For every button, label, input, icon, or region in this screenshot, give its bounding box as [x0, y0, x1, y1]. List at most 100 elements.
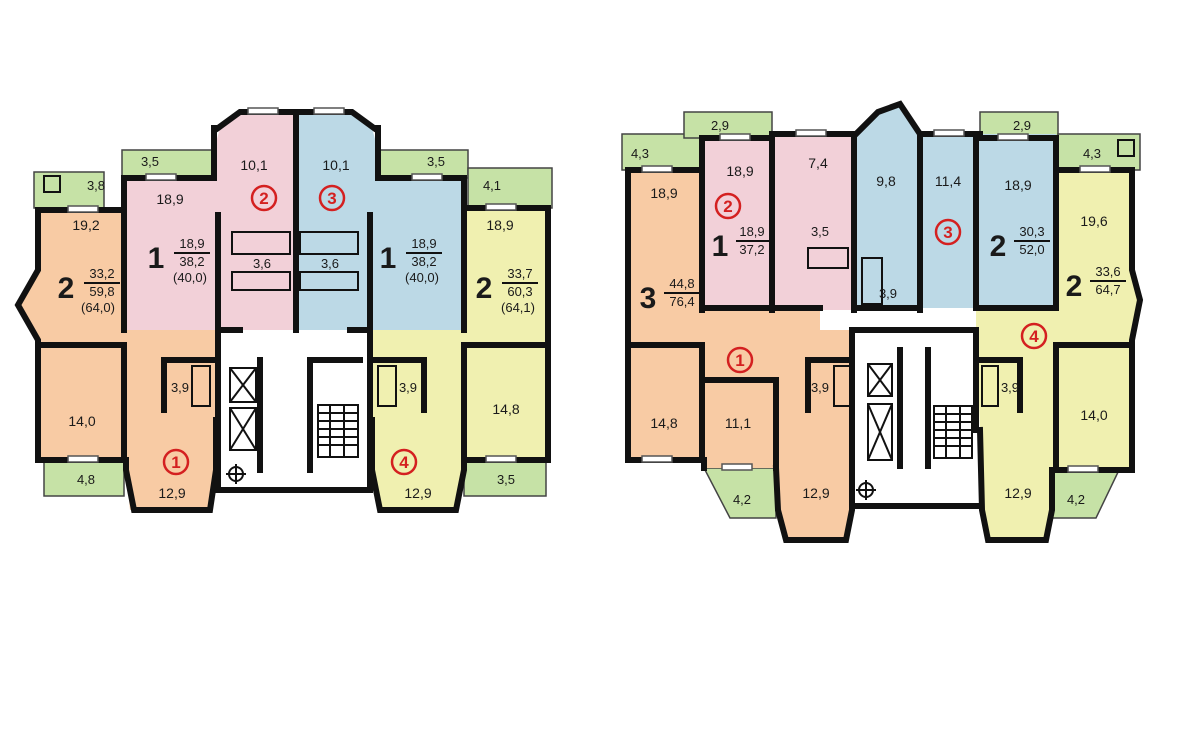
apartment-number-marker: 4 — [1020, 322, 1048, 350]
room-area-label: 9,8 — [876, 173, 896, 189]
apartment-number-marker: 2 — [250, 184, 278, 212]
svg-text:18,9: 18,9 — [411, 236, 436, 251]
svg-text:2: 2 — [58, 272, 75, 305]
apartment-summary: 1 18,9 37,2 — [712, 224, 770, 263]
room-area-label: 19,2 — [72, 217, 99, 233]
svg-text:18,9: 18,9 — [739, 224, 764, 239]
walls — [14, 109, 551, 513]
windows — [641, 129, 1111, 473]
svg-text:(64,0): (64,0) — [81, 300, 115, 315]
balcony-area-label: 2,9 — [711, 118, 729, 133]
balcony-icon — [43, 175, 61, 193]
floor-plan-right: 4,3 2,9 2,9 4,3 4,2 4,2 18,9 18,9 7,4 9,… — [621, 100, 1144, 543]
balcony-area-label: 3,5 — [141, 154, 159, 169]
bathroom-area-label: 3,9 — [1001, 380, 1019, 395]
room-area-label: 14,0 — [68, 413, 95, 429]
balcony-area-label: 4,2 — [1067, 492, 1085, 507]
stair-hall — [852, 330, 976, 506]
chute-icon — [226, 464, 246, 484]
balcony-area-label: 4,3 — [631, 146, 649, 161]
balcony-area-label: 3,5 — [427, 154, 445, 169]
svg-text:64,7: 64,7 — [1095, 282, 1120, 297]
windows — [67, 107, 517, 463]
svg-text:33,6: 33,6 — [1095, 264, 1120, 279]
svg-text:3: 3 — [943, 223, 952, 242]
svg-text:(40,0): (40,0) — [405, 270, 439, 285]
balcony-area-label: 4,1 — [483, 178, 501, 193]
apartment-2-area — [702, 138, 772, 308]
apartment-number-marker: 1 — [726, 346, 754, 374]
bathroom-area-label: 3,9 — [811, 380, 829, 395]
floor-plan-left: 3,8 3,5 3,5 4,1 4,8 3,5 19,2 18,9 10,1 1… — [14, 107, 553, 513]
bathroom-area-label: 3,9 — [399, 380, 417, 395]
balcony — [1051, 467, 1122, 519]
room-area-label: 18,9 — [156, 191, 183, 207]
apartment-number-marker: 3 — [318, 184, 346, 212]
bathroom-fixtures — [191, 231, 397, 407]
room-area-label: 14,8 — [492, 401, 519, 417]
svg-text:2: 2 — [1066, 270, 1083, 303]
svg-text:38,2: 38,2 — [411, 254, 436, 269]
svg-text:1: 1 — [735, 351, 744, 370]
apartment-summary: 3 44,8 76,4 — [640, 276, 700, 315]
bathroom-area-label: 3,9 — [171, 380, 189, 395]
svg-text:2: 2 — [723, 197, 732, 216]
apartment-3-area — [296, 112, 464, 330]
svg-text:60,3: 60,3 — [507, 284, 532, 299]
room-area-label: 14,8 — [650, 415, 677, 431]
balcony-area-label: 3,5 — [497, 472, 515, 487]
apartment-summary: 2 33,7 60,3 (64,1) — [476, 266, 538, 315]
svg-text:1: 1 — [380, 242, 397, 275]
svg-text:37,2: 37,2 — [739, 242, 764, 257]
room-area-label: 19,6 — [1080, 213, 1107, 229]
svg-text:4: 4 — [1029, 327, 1039, 346]
balcony-area-label: 4,8 — [77, 472, 95, 487]
room-area-label: 12,9 — [802, 485, 829, 501]
stair-hall — [218, 330, 370, 490]
room-area-label: 11,1 — [725, 415, 751, 431]
room-area-label: 10,1 — [240, 157, 267, 173]
elevator-icon — [867, 363, 893, 461]
svg-text:1: 1 — [171, 453, 180, 472]
room-area-label: 12,9 — [1004, 485, 1031, 501]
balcony-area-label: 4,2 — [733, 492, 751, 507]
apartment-number-marker: 1 — [162, 448, 190, 476]
apartment-3-area — [856, 104, 1056, 308]
balcony-area-label: 4,3 — [1083, 146, 1101, 161]
room-area-label: 14,0 — [1080, 407, 1107, 423]
elevator-icon — [229, 367, 257, 451]
svg-text:2: 2 — [259, 189, 268, 208]
apartment-2-area — [124, 112, 296, 330]
room-area-label: 11,4 — [935, 173, 961, 189]
bathroom-area-label: 3,6 — [253, 256, 271, 271]
balcony — [467, 167, 553, 209]
svg-text:(64,1): (64,1) — [501, 300, 535, 315]
apartment-number-marker: 4 — [390, 448, 418, 476]
room-area-label: 18,9 — [1004, 177, 1031, 193]
svg-text:52,0: 52,0 — [1019, 242, 1044, 257]
svg-text:3: 3 — [640, 282, 657, 315]
room-area-label: 18,9 — [486, 217, 513, 233]
bathroom-fixtures — [807, 247, 999, 407]
svg-text:18,9: 18,9 — [179, 236, 204, 251]
apartment-summary: 1 18,9 38,2 (40,0) — [148, 236, 210, 285]
balcony-icon — [1117, 139, 1135, 157]
stairs-icon — [317, 404, 359, 458]
chute-icon — [856, 480, 876, 500]
svg-text:4: 4 — [399, 453, 409, 472]
apartment-1-area — [628, 170, 852, 540]
bathroom-area-label: 3,6 — [321, 256, 339, 271]
svg-text:76,4: 76,4 — [669, 294, 694, 309]
room-area-label: 18,9 — [650, 185, 677, 201]
apartment-2-area — [772, 134, 854, 310]
apartment-summary: 2 33,6 64,7 — [1066, 264, 1126, 303]
apartment-number-marker: 3 — [934, 218, 962, 246]
bathroom-area-label: 3,5 — [811, 224, 829, 239]
balcony-area-label: 3,8 — [87, 178, 105, 193]
svg-text:1: 1 — [148, 242, 165, 275]
svg-text:2: 2 — [476, 272, 493, 305]
room-area-label: 12,9 — [404, 485, 431, 501]
svg-text:30,3: 30,3 — [1019, 224, 1044, 239]
svg-text:1: 1 — [712, 230, 729, 263]
